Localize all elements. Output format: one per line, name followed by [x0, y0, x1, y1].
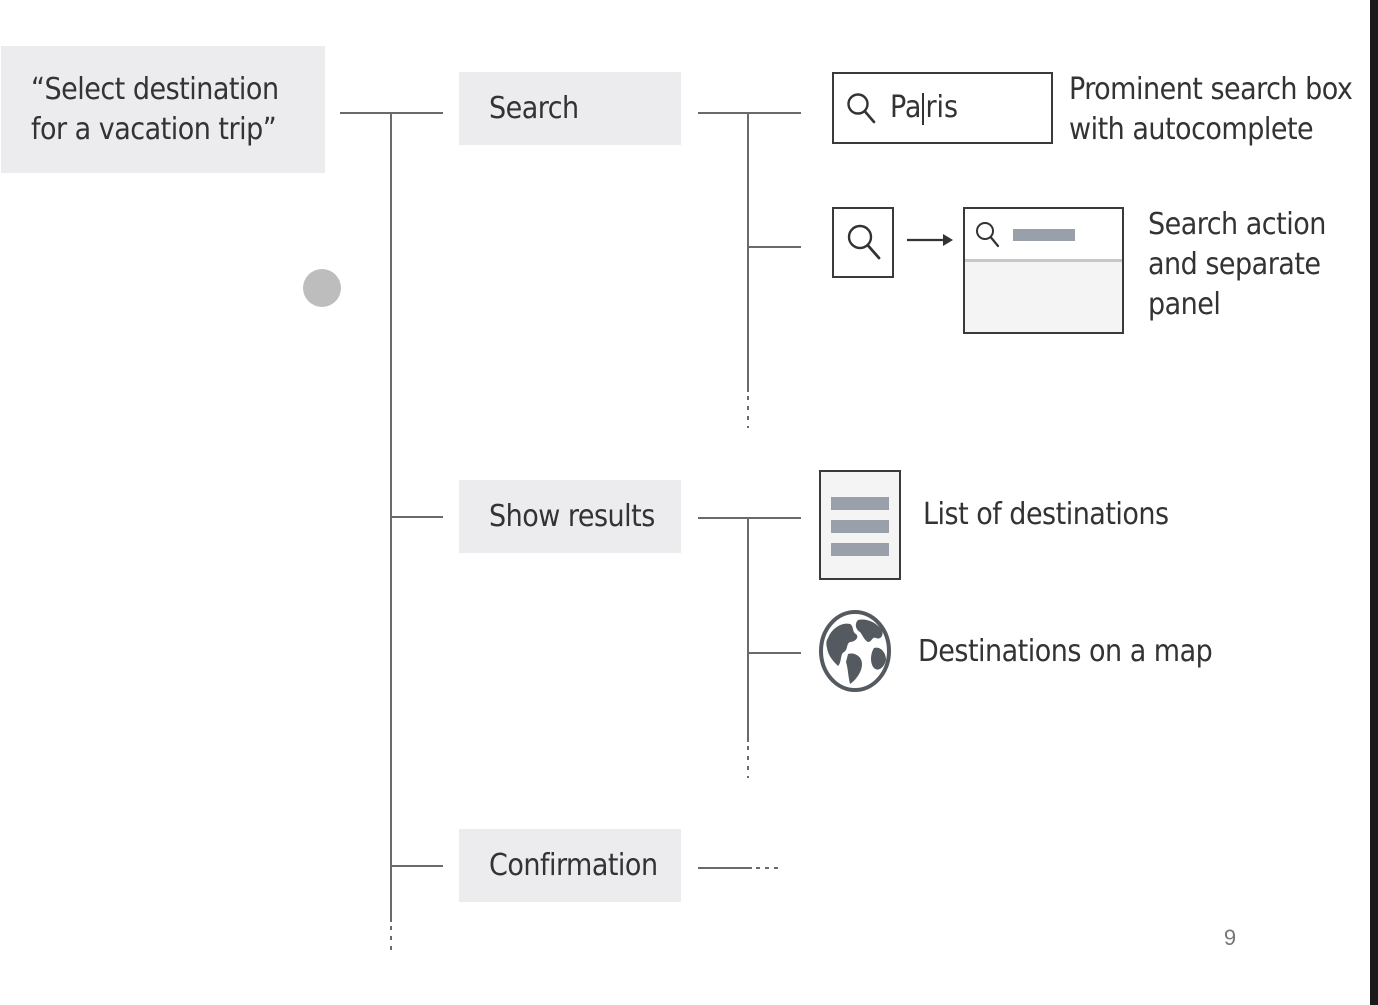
step-search: Search [459, 72, 681, 145]
panel-input-bar [1013, 229, 1075, 241]
search-panel-illustration [963, 207, 1124, 334]
step-show-results: Show results [459, 480, 681, 553]
step-confirmation: Confirmation [459, 829, 681, 902]
map-description: Destinations on a map [918, 634, 1213, 669]
list-line [831, 497, 889, 510]
marker-dot [303, 269, 341, 307]
list-description: List of destinations [923, 497, 1169, 532]
search-value-before-cursor: Pa [890, 90, 922, 125]
search-icon [847, 93, 876, 124]
search-action-illustration [832, 207, 894, 278]
list-icon [819, 470, 901, 580]
globe-icon [819, 610, 891, 692]
panel-header [965, 209, 1122, 262]
search-panel-description: Search action and separate panel [1148, 207, 1326, 322]
step-label: Search [489, 91, 579, 126]
step-label: Confirmation [489, 848, 658, 883]
goal-box: “Select destination for a vacation trip” [1, 46, 325, 173]
arrow-right-icon [907, 234, 953, 246]
page-number: 9 [1223, 925, 1237, 950]
search-icon [976, 222, 1000, 248]
list-line [831, 543, 889, 556]
text-cursor [922, 92, 925, 125]
step-label: Show results [489, 499, 655, 534]
list-line [831, 520, 889, 533]
search-box-description: Prominent search box with autocomplete [1069, 72, 1353, 147]
search-value-after-cursor: ris [925, 90, 959, 125]
search-icon [847, 224, 881, 260]
goal-text: “Select destination for a vacation trip” [31, 71, 279, 147]
window-edge [1370, 0, 1378, 1005]
